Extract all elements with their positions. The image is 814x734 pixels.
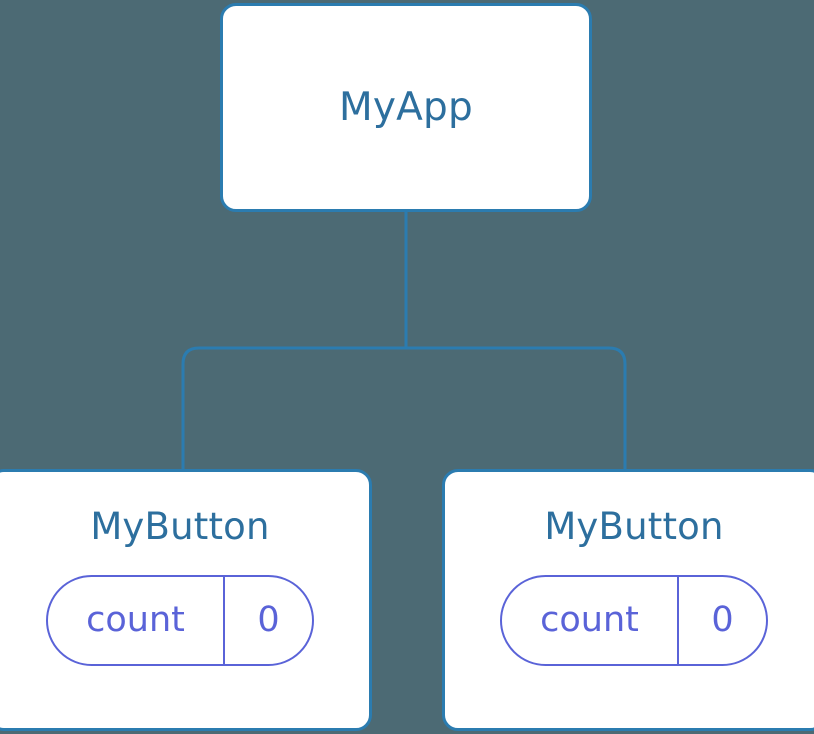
node-child-1-state-key: count [86,600,185,640]
node-child-1-state-pill[interactable]: count 0 [46,575,314,666]
node-root-title: MyApp [339,85,473,130]
connector-branch-right [406,346,627,470]
node-child-1[interactable]: MyButton count 0 [0,469,372,731]
node-child-2-title: MyButton [544,505,724,548]
node-child-1-title: MyButton [90,505,270,548]
node-root[interactable]: MyApp [220,3,592,212]
node-child-2[interactable]: MyButton count 0 [442,469,814,731]
connector-branch-left [181,346,406,470]
node-child-2-state-key: count [540,600,639,640]
node-child-2-state-value: 0 [677,577,766,664]
node-child-2-state-pill[interactable]: count 0 [500,575,768,666]
node-child-1-state-value: 0 [223,577,312,664]
